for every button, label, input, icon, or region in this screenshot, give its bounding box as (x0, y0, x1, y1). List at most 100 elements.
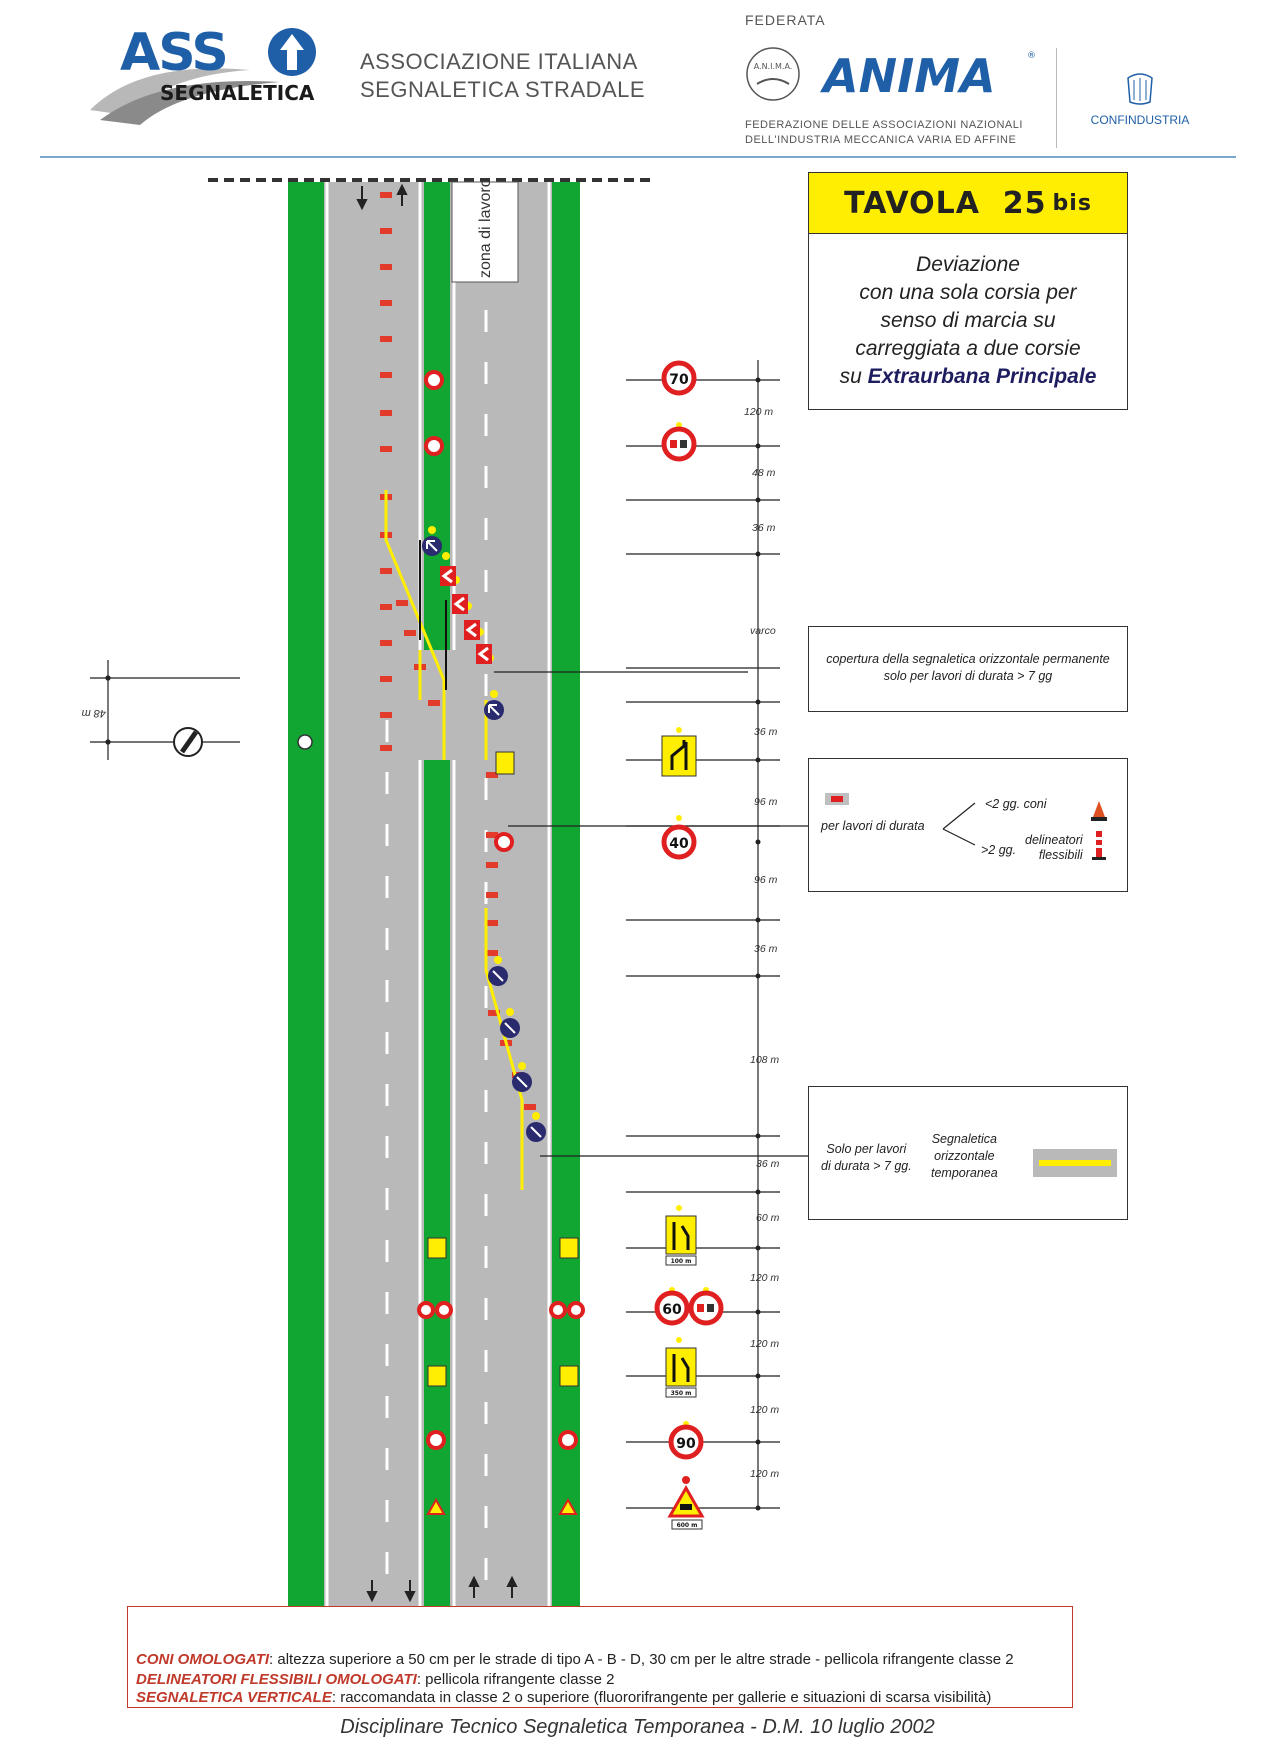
info3-mid1: Segnaletica (931, 1132, 998, 1146)
roadworks-triangles (426, 1497, 578, 1515)
title-box: TAVOLA 25 bis Deviazione con una sola co… (808, 172, 1128, 410)
temporary-marking-sample (1033, 1149, 1117, 1177)
footer-title: Disciplinare Tecnico Segnaletica Tempora… (340, 1716, 935, 1738)
lane-end-sign-100: 100 m (665, 1205, 697, 1266)
info-box-duration: per lavori di durata <2 gg. coni >2 gg. … (808, 758, 1128, 892)
work-zone (451, 181, 519, 283)
info2-delineators: delineatori flessibili (1025, 833, 1083, 863)
title-number: 25 (1002, 185, 1047, 221)
svg-text:40: 40 (669, 836, 689, 852)
notes-box: CONI OMOLOGATI: altezza superiore a 50 c… (127, 1606, 1073, 1708)
left-verge (288, 182, 324, 1606)
svg-text:SEGNALETICA: SEGNALETICA (160, 81, 315, 105)
info3-mid: Segnaletica orizzontale temporanea (931, 1131, 998, 1182)
anima-logo: A.N.I.M.A. ANIMA ® (746, 47, 1035, 103)
svg-text:70: 70 (669, 372, 689, 388)
desc-line5-bold: Extraurbana Principale (867, 365, 1097, 388)
note-delin-text: : pellicola rifrangente classe 2 (416, 1671, 615, 1688)
note-delin: DELINEATORI FLESSIBILI OMOLOGATI: pellic… (136, 1671, 614, 1688)
anima-subtitle-line1: FEDERAZIONE DELLE ASSOCIAZIONI NAZIONALI (745, 119, 1023, 131)
title-suffix: bis (1052, 190, 1092, 216)
info3-left1: Solo per lavori (826, 1142, 907, 1156)
speed-limit-60-sign: 60 (654, 1287, 724, 1326)
svg-text:ASS: ASS (120, 23, 227, 83)
svg-text:90: 90 (676, 1436, 696, 1452)
info2-delin1: delineatori (1025, 833, 1083, 847)
federata-label: FEDERATA (745, 12, 826, 28)
info3-mid2: orizzontale (934, 1149, 995, 1163)
dist-label-7: 36 m (754, 943, 778, 955)
dist-label-9: 36 m (756, 1158, 780, 1170)
svg-text:100 m: 100 m (671, 1258, 692, 1265)
right-verge (552, 182, 580, 1606)
dist-label-1: 120 m (744, 406, 774, 418)
chevron-signs (440, 566, 492, 664)
asso-subtitle: ASSOCIAZIONE ITALIANA SEGNALETICA STRADA… (360, 48, 645, 104)
note-segn: SEGNALETICA VERTICALE: raccomandata in c… (136, 1689, 991, 1706)
dist-label-5: 96 m (754, 796, 778, 808)
note-coni-key: CONI OMOLOGATI (136, 1651, 270, 1668)
confindustria-logo: CONFINDUSTRIA (1091, 73, 1190, 127)
info3-mid3: temporanea (931, 1166, 998, 1180)
svg-text:A.N.I.M.A.: A.N.I.M.A. (754, 62, 793, 71)
dist-label-varco: varco (750, 625, 776, 637)
lane-shift-sign (661, 727, 697, 777)
dist-label-8: 108 m (750, 1054, 780, 1066)
header-divider (1056, 48, 1057, 148)
svg-text:48 m: 48 m (82, 707, 106, 719)
note-coni: CONI OMOLOGATI: altezza superiore a 50 c… (136, 1651, 1014, 1668)
confindustria-text: CONFINDUSTRIA (1091, 113, 1190, 127)
left-dimension (90, 660, 240, 760)
dist-label-2: 48 m (752, 467, 776, 479)
keep-left-blue-signs (422, 536, 546, 1142)
svg-text:ANIMA: ANIMA (820, 49, 996, 103)
dist-label-13: 120 m (750, 1404, 780, 1416)
svg-text:60: 60 (662, 1302, 682, 1318)
lane-end-sign-350: 350 m (665, 1337, 697, 1398)
work-zone-label: zona di lavoro (477, 178, 494, 278)
svg-text:®: ® (1027, 51, 1035, 61)
note-delin-key: DELINEATORI FLESSIBILI OMOLOGATI (136, 1671, 417, 1688)
asso-subtitle-line2: SEGNALETICA STRADALE (360, 77, 646, 102)
note-coni-text: : altezza superiore a 50 cm per le strad… (269, 1651, 1014, 1668)
info2-more: >2 gg. (981, 843, 1017, 857)
desc-line2: con una sola corsia per (859, 281, 1077, 304)
info1-line2: solo per lavori di durata > 7 gg (883, 669, 1053, 683)
desc-line1: Deviazione (916, 253, 1020, 276)
desc-line4: carreggiata a due corsie (855, 337, 1081, 360)
dist-label-4: 36 m (754, 726, 778, 738)
info1-line1: copertura della segnaletica orizzontale … (826, 652, 1110, 666)
title-description: Deviazione con una sola corsia per senso… (809, 251, 1127, 391)
svg-text:600 m: 600 m (677, 1522, 698, 1529)
no-entry-signs (417, 370, 585, 1450)
anima-subtitle-line2: DELL'INDUSTRIA MECCANICA VARIA ED AFFINE (745, 134, 1017, 146)
no-overtaking-sign-1 (661, 422, 697, 462)
info3-left2: di durata > 7 gg. (821, 1159, 912, 1173)
duration-diagram (825, 793, 1107, 860)
desc-line5: su Extraurbana Principale (809, 363, 1127, 391)
svg-text:350 m: 350 m (671, 1390, 692, 1397)
asso-subtitle-line1: ASSOCIAZIONE ITALIANA (360, 49, 638, 74)
header-rule (40, 156, 1236, 158)
note-segn-text: : raccomandata in classe 2 o superiore (… (331, 1689, 992, 1706)
dist-label-11: 120 m (750, 1272, 780, 1284)
desc-line5-prefix: su (839, 365, 862, 388)
direction-arrows (356, 183, 518, 1603)
note-segn-key: SEGNALETICA VERTICALE (136, 1689, 332, 1706)
yellow-panels (427, 751, 579, 1387)
speed-limit-40-sign: 40 (661, 815, 697, 860)
anima-subtitle: FEDERAZIONE DELLE ASSOCIAZIONI NAZIONALI… (745, 118, 1023, 148)
info-box-coverage: copertura della segnaletica orizzontale … (808, 626, 1128, 712)
title-tavola: TAVOLA (844, 185, 980, 221)
roadworks-sign-600: 600 m (667, 1476, 705, 1530)
title-banner: TAVOLA 25 bis (809, 173, 1127, 234)
median (424, 182, 450, 1606)
info2-delin2: flessibili (1038, 848, 1083, 862)
dist-label-12: 120 m (750, 1338, 780, 1350)
speed-limit-70-sign: 70 (661, 360, 697, 396)
dist-label-14: 120 m (750, 1468, 780, 1480)
info3-left: Solo per lavori di durata > 7 gg. (821, 1141, 912, 1175)
asso-segnaletica-logo: ASS SEGNALETICA (90, 23, 316, 125)
dist-label-3: 36 m (752, 522, 776, 534)
